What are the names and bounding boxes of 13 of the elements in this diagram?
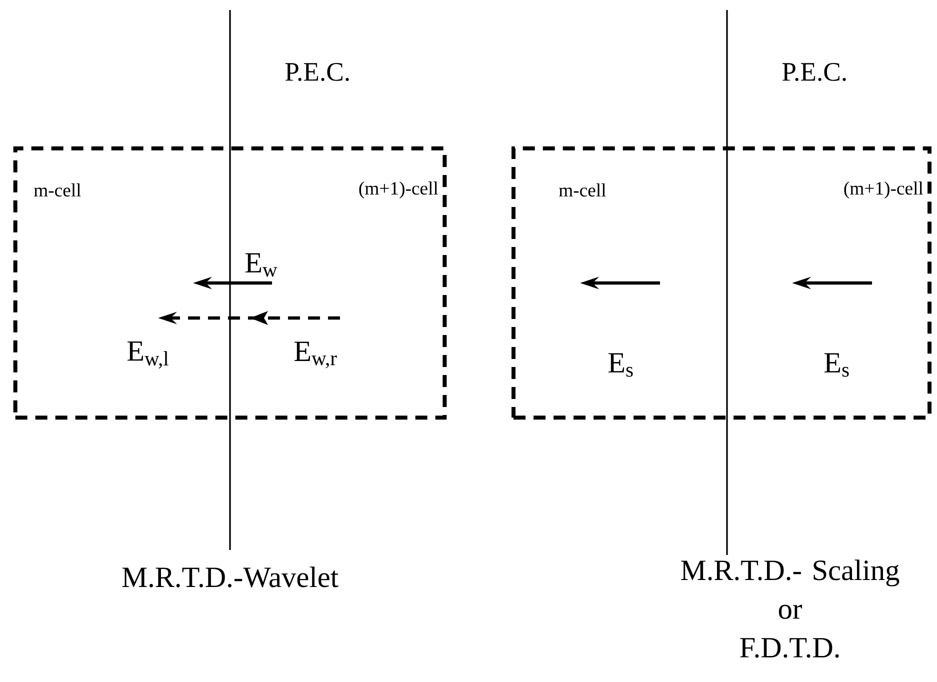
wall-label: P.E.C. [782,63,846,82]
cell-label: (m+1)-cell [844,182,924,198]
field-label: E$_{s}$ [608,353,633,377]
cell-label: m-cell [34,183,81,197]
field-label: E$_{s}$ [824,353,849,377]
cell-label: (m+1)-cell [359,182,438,198]
caption: M.R.T.D.- Scaling or F.D.T.D. [681,560,900,658]
cell-label: m-cell [559,183,606,197]
wall-label: P.E.C. [285,63,349,82]
field-label: E$_{w}$ [245,253,278,277]
field-label: E$_{w,r}$ [294,342,337,368]
field-label: E$_{w,l}$ [127,341,168,369]
caption: M.R.T.D.-Wavelet [122,566,338,588]
